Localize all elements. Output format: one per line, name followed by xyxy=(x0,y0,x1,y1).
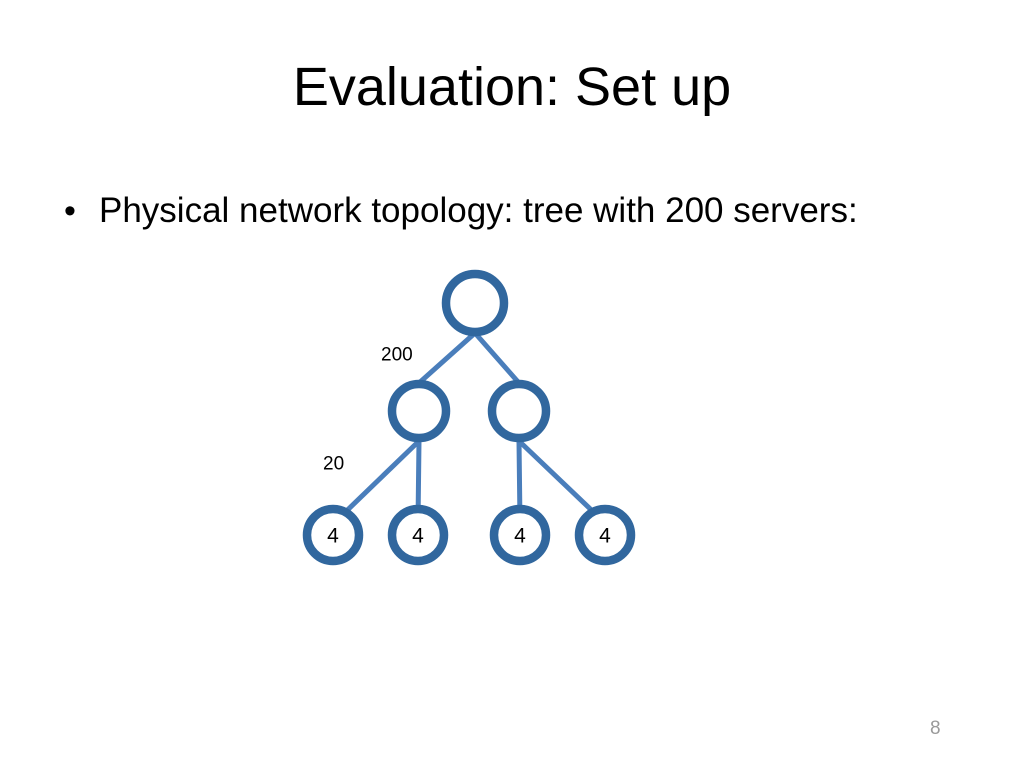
tree-node-leaf-4-label: 4 xyxy=(599,525,611,548)
tree-node-mid-right[interactable] xyxy=(487,379,551,443)
tree-node-leaf-2[interactable] xyxy=(387,504,449,566)
list-item: • Physical network topology: tree with 2… xyxy=(58,186,918,236)
edge-label-200: 200 xyxy=(381,345,413,366)
tree-node-root[interactable] xyxy=(441,269,509,337)
bullet-list: • Physical network topology: tree with 2… xyxy=(58,186,918,236)
tree-node-leaf-1[interactable] xyxy=(302,504,364,566)
page-title: Evaluation: Set up xyxy=(292,57,732,117)
bullet-marker-icon: • xyxy=(64,192,76,230)
tree-node-leaf-4[interactable] xyxy=(574,504,636,566)
bullet-text: Physical network topology: tree with 200… xyxy=(99,191,858,230)
tree-node-leaf-3-label: 4 xyxy=(514,525,526,548)
edge-label-20: 20 xyxy=(323,454,344,475)
tree-node-leaf-1-label: 4 xyxy=(327,525,339,548)
tree-node-leaf-3[interactable] xyxy=(489,504,551,566)
edge-root-to-mid-left xyxy=(416,330,478,386)
edge-root-to-mid-right xyxy=(472,330,522,386)
slide-page-number: 8 xyxy=(930,718,941,739)
tree-node-leaf-2-label: 4 xyxy=(412,525,424,548)
tree-node-mid-left[interactable] xyxy=(387,379,451,443)
network-topology-diagram: 4 4 4 4 200 20 xyxy=(280,255,680,585)
